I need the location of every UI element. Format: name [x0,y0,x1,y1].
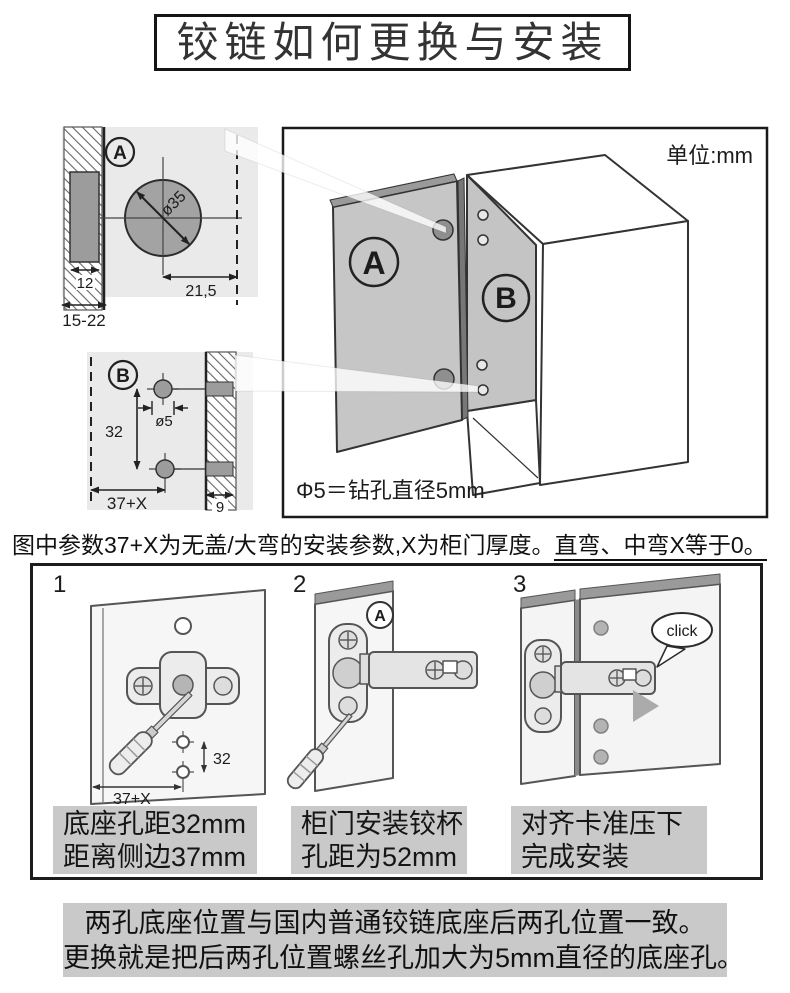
click-speech-bubble [651,612,713,648]
step-1-caption-line2: 距离侧边37mm [63,842,247,872]
plate-hole-bottom [155,459,175,479]
screwdriver [286,713,353,790]
step-2-caption-line2: 孔距为52mm [301,842,458,872]
screwdriver [108,691,193,776]
step-3-caption: 对齐卡准压下 完成安装 [511,806,707,874]
step-2-badge: A [374,608,386,625]
step-2-illustration: A [286,580,478,792]
footer-note: 两孔底座位置与国内普通铰链底座后两孔位置一致。 更换就是把后两孔位置螺丝孔加大为… [63,903,744,977]
step-3-caption-line2: 完成安装 [521,842,629,872]
step-1-pitch-dim: 32 [213,751,231,768]
step-1-illustration: 32 37+X [90,589,266,806]
detail-a-diagram: ø35 A 21,5 12 15-22 [61,126,258,330]
drill-note: Φ5＝钻孔直径5mm [296,478,485,503]
step-1-number: 1 [53,571,66,598]
click-label: click [666,623,698,640]
hinge-cup-side-view [69,171,100,263]
parameter-note-underlined: 直弯、中弯X等于0。 [554,532,767,561]
cabinet-figure: 单位:mm B A [224,126,769,519]
door-badge: A [362,245,385,281]
callout-beam-b [234,354,479,393]
page-title: 铰链如何更换与安装 [154,14,631,71]
plate-hole-top [153,379,173,399]
detail-b-badge: B [116,366,130,387]
callout-beam-a [224,128,447,234]
footer-note-line2: 更换就是把后两孔位置螺丝孔加大为5mm直径的底座孔。 [63,943,744,973]
side-offset-dim: 37+X [107,494,147,513]
step-3-caption-line1: 对齐卡准压下 [521,809,683,839]
parameter-note-plain: 图中参数37+X为无盖/大弯的安装参数,X为柜门厚度。 [12,532,555,558]
hinge-drilling-diagram: ø35 A 21,5 12 15-22 B 32 [61,126,769,519]
center-offset-dim: 21,5 [185,283,216,300]
footer-note-line1: 两孔底座位置与国内普通铰链底座后两孔位置一致。 [84,908,706,938]
edge-range-dim: 15-22 [62,311,105,330]
step-2-caption-line1: 柜门安装铰杯 [301,809,463,839]
unit-label: 单位:mm [666,143,753,168]
step-1-offset-dim: 37+X [113,791,151,806]
cup-width-dim: 12 [77,275,94,292]
step-1-caption: 底座孔距32mm 距离侧边37mm [53,806,257,874]
parameter-note: 图中参数37+X为无盖/大弯的安装参数,X为柜门厚度。直弯、中弯X等于0。 [12,526,790,561]
step-2-caption: 柜门安装铰杯 孔距为52mm [291,806,467,874]
side-panel-hatch [205,351,237,511]
steps-illustrations: 1 2 3 [53,571,721,806]
step-1-caption-line1: 底座孔距32mm [63,809,247,839]
detail-a-badge: A [113,143,127,164]
hole-pitch-dim: 32 [105,424,123,441]
cabinet-box [466,154,689,496]
step-3-illustration: click [520,573,721,785]
detail-b-diagram: B 32 ø5 37+X 9 [87,351,253,516]
installation-steps-panel: 1 2 3 [30,563,763,880]
hole-diameter-dim: ø5 [155,413,173,430]
cabinet-panel-badge: B [495,282,517,315]
step-2-number: 2 [293,571,306,598]
edge-offset-dim: 9 [216,499,224,516]
press-direction-arrow [633,690,659,722]
step-3-number: 3 [513,571,526,598]
